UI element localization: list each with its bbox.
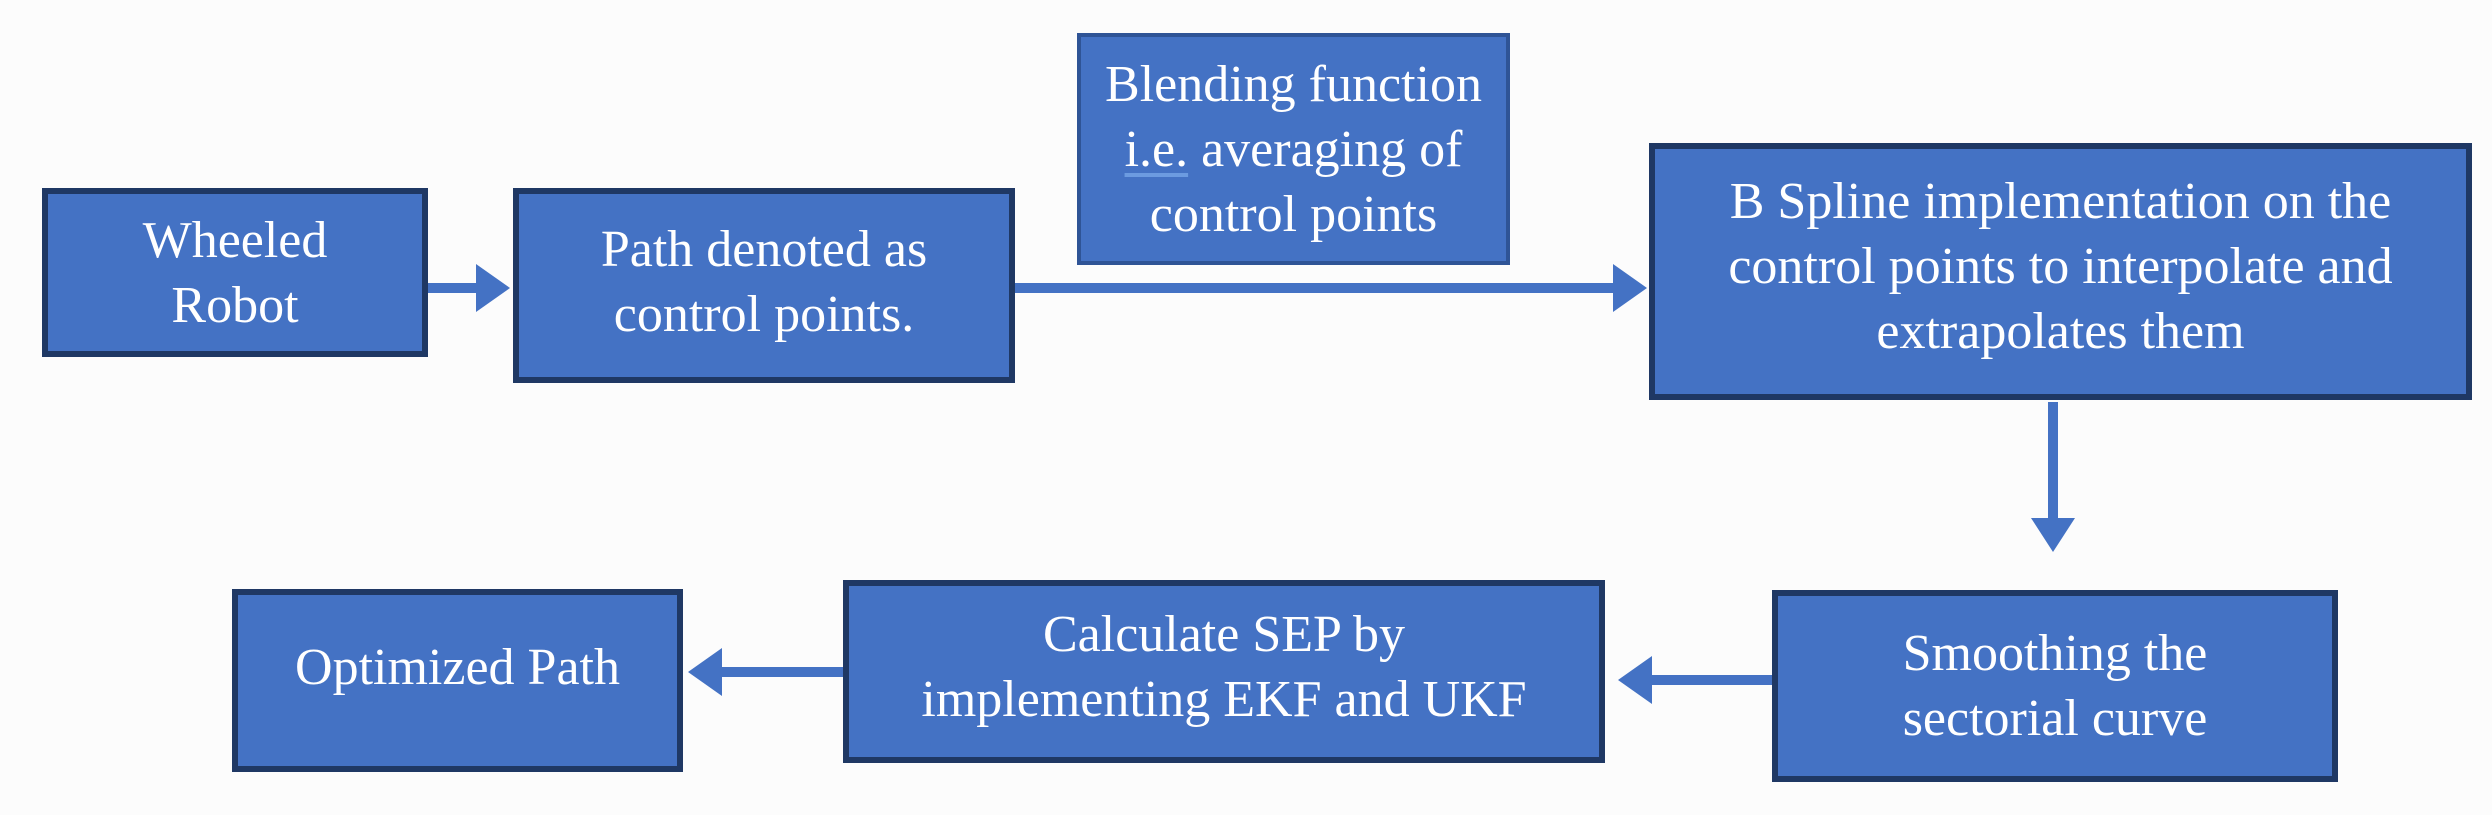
node-text-line: Path denoted as [600,220,928,278]
ie-underlined-text: i.e. [1124,120,1189,178]
node-path-control-points: Path denoted as control points. [513,188,1015,383]
node-text-line: Blending function [1105,55,1482,113]
node-optimized-path: Optimized Path [232,589,683,772]
node-text-line: sectorial curve [1902,690,2208,747]
node-text-line: i.e. averaging of [1125,117,1463,182]
node-text-line: control points to interpolate and [1728,238,2393,295]
node-blending-function: Blending function i.e. averaging of cont… [1077,33,1510,265]
arrowhead-left-icon [688,648,722,696]
arrow-shaft [2048,402,2058,518]
node-b-spline: B Spline implementation on the control p… [1649,143,2472,400]
node-text-line: control points. [613,285,915,343]
arrow-path-to-bspline [1015,264,1647,312]
node-text-fragment: averaging of [1188,120,1463,178]
arrow-shaft [1015,283,1613,293]
node-text-line: control points [1149,185,1438,243]
arrowhead-left-icon [1618,656,1652,704]
arrow-smoothing-to-sep [1618,656,1772,704]
node-wheeled-robot: Wheeled Robot [42,188,428,357]
arrow-shaft [1652,675,1772,685]
arrow-wheeled-to-path [428,264,510,312]
arrow-sep-to-optimized [688,648,843,696]
arrowhead-right-icon [476,264,510,312]
arrow-shaft [722,667,843,677]
node-text-line: Calculate SEP by [1042,605,1406,663]
node-text-line: Optimized Path [295,639,620,696]
node-text-line: Smoothing the [1902,625,2208,682]
node-text-line: Robot [171,276,299,334]
arrow-shaft [428,283,476,293]
node-smoothing: Smoothing the sectorial curve [1772,590,2338,782]
arrowhead-right-icon [1613,264,1647,312]
arrow-bspline-to-smoothing [2031,402,2075,552]
node-text-line: implementing EKF and UKF [921,670,1527,728]
node-text-line: extrapolates them [1876,303,2245,360]
node-text-line: B Spline implementation on the [1729,173,2392,230]
node-calculate-sep: Calculate SEP by implementing EKF and UK… [843,580,1605,763]
arrowhead-down-icon [2031,518,2075,552]
node-text-line: Wheeled [142,211,328,269]
